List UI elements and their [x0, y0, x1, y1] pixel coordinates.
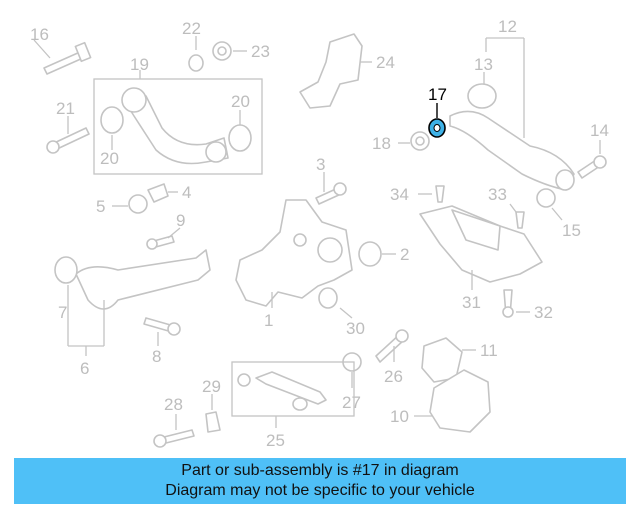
banner-line-1: Part or sub-assembly is #17 in diagram: [181, 462, 459, 479]
part-1-knuckle: [235, 199, 353, 308]
part-23-nut: [212, 41, 247, 61]
callout-29: 29: [202, 377, 221, 396]
callout-12: 12: [498, 17, 517, 36]
callout-24: 24: [376, 53, 395, 72]
callout-4: 4: [182, 183, 191, 202]
part-30-bushing: [318, 287, 353, 319]
callout-9: 9: [176, 211, 185, 230]
part-17-washer-highlighted: [428, 103, 446, 138]
part-6-arm: [54, 249, 211, 356]
parts-diagram: 16 22 23 19 20 20 21 24: [30, 17, 609, 450]
part-21-bolt: [46, 116, 90, 154]
part-31-plate: [419, 205, 543, 290]
callout-20-bottom: 20: [100, 149, 119, 168]
part-16-bolt: [33, 39, 92, 75]
part-26-bolt: [375, 329, 409, 363]
info-banner: Part or sub-assembly is #17 in diagram D…: [14, 458, 626, 504]
callout-34: 34: [390, 185, 409, 204]
part-25-link-assembly: [231, 361, 355, 428]
callout-6: 6: [80, 359, 89, 378]
callout-30: 30: [346, 319, 365, 338]
part-27-nut: [342, 352, 362, 388]
callout-10: 10: [390, 407, 409, 426]
part-22-ring: [188, 36, 204, 72]
callout-23: 23: [251, 42, 270, 61]
callout-28: 28: [164, 395, 183, 414]
callout-15: 15: [562, 221, 581, 240]
callout-32: 32: [534, 303, 553, 322]
part-3-bolt: [315, 172, 347, 205]
part-5-nut: [112, 194, 148, 214]
banner-line-2: Diagram may not be specific to your vehi…: [165, 482, 475, 499]
callout-33: 33: [488, 185, 507, 204]
part-28-bolt: [153, 414, 195, 448]
callout-13: 13: [474, 55, 493, 74]
callout-1: 1: [264, 311, 273, 330]
callout-26: 26: [384, 367, 403, 386]
callout-17: 17: [428, 85, 447, 104]
callout-11: 11: [480, 341, 498, 360]
callout-20-top: 20: [231, 92, 250, 111]
callout-8: 8: [152, 347, 161, 366]
part-32-bolt: [502, 289, 530, 318]
callout-22: 22: [182, 19, 201, 38]
part-9-bolt: [146, 227, 181, 250]
callout-14: 14: [590, 121, 609, 140]
callout-19: 19: [130, 55, 149, 74]
callout-18: 18: [372, 134, 391, 153]
part-2-bushing: [358, 241, 396, 267]
part-12-lower-arm: [449, 37, 575, 191]
part-24-bracket: [299, 33, 372, 109]
callout-31: 31: [462, 293, 481, 312]
part-4-clip: [147, 183, 178, 203]
callout-7: 7: [58, 303, 67, 322]
part-14-bolt: [577, 140, 607, 179]
part-10-bracket: [414, 369, 491, 433]
part-18-nut: [398, 131, 430, 151]
callout-21: 21: [56, 99, 75, 118]
callout-16: 16: [30, 25, 49, 44]
part-19-upper-arm-assembly: [93, 70, 263, 175]
callout-3: 3: [316, 155, 325, 174]
part-8-bolt: [143, 317, 181, 346]
callout-27: 27: [342, 393, 361, 412]
callout-5: 5: [96, 197, 105, 216]
callout-25: 25: [266, 431, 285, 450]
callout-2: 2: [400, 245, 409, 264]
part-34-bolt: [418, 185, 445, 203]
part-29-clip: [205, 394, 221, 433]
part-33-bolt: [509, 203, 525, 229]
part-15-nut: [536, 188, 563, 221]
